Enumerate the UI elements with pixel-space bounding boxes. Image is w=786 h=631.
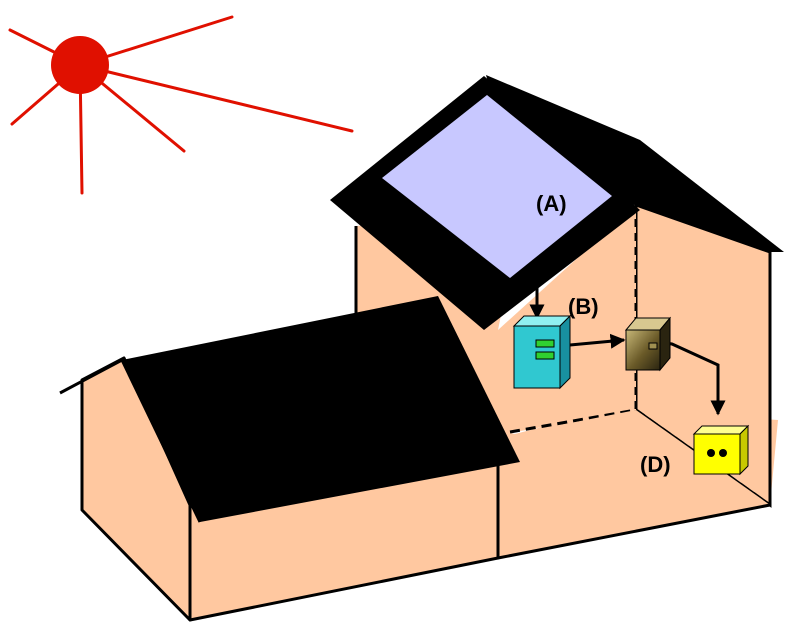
outlet-hole-left <box>707 449 715 457</box>
front-house-side-wall <box>498 410 770 558</box>
label-d: (D) <box>640 452 671 477</box>
sun-disc <box>51 36 109 94</box>
label-b: (B) <box>568 294 599 319</box>
outlet-box: (D) <box>640 424 750 477</box>
inverter-slot-bottom <box>535 351 555 360</box>
tall-house-roof <box>486 75 784 252</box>
solar-panel-glass <box>382 95 612 278</box>
inverter-box: (B) <box>512 294 599 390</box>
inverter-slot-top <box>535 339 555 348</box>
solar-panel: (A) <box>330 76 640 330</box>
meter-window <box>648 342 658 350</box>
front-house <box>59 296 771 622</box>
meter-box <box>624 316 672 372</box>
front-house-roof <box>122 296 520 522</box>
wire-inverter-to-meter <box>569 333 626 349</box>
label-a: (A) <box>536 191 567 216</box>
outlet-hole-right <box>719 449 727 457</box>
sun <box>8 15 354 195</box>
